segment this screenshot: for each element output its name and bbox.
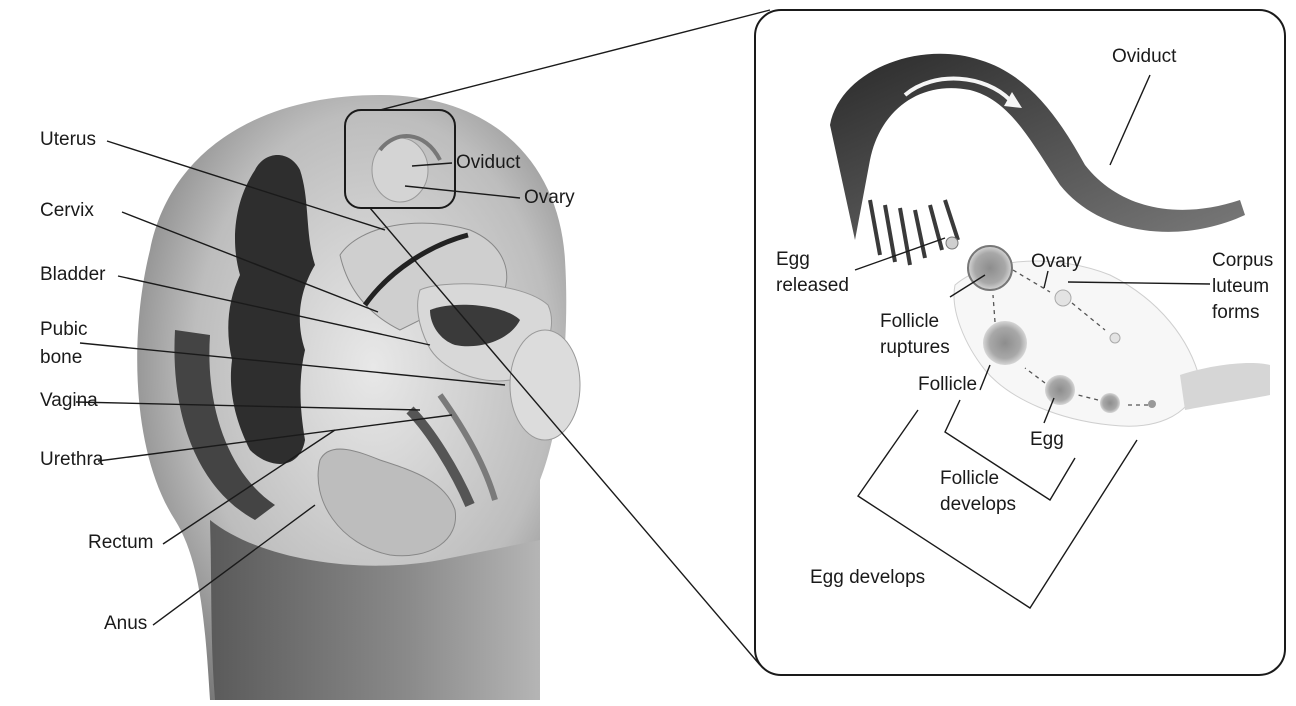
inset-label-follicle-develops-1: Follicle — [940, 468, 999, 489]
follicle-stage-4 — [983, 321, 1027, 365]
inset-label-ovary: Ovary — [1031, 251, 1082, 272]
inset-label-follicle-ruptures-1: Follicle — [880, 311, 939, 332]
inset-label-follicle: Follicle — [918, 374, 977, 395]
follicle-rupturing — [968, 246, 1012, 290]
follicle-stage-3 — [1045, 375, 1075, 405]
inset-label-corpus-luteum-3: forms — [1212, 302, 1260, 323]
inset-label-egg-released-2: released — [776, 275, 849, 296]
inset-label-egg-develops: Egg develops — [810, 567, 925, 588]
label-rectum: Rectum — [88, 532, 153, 553]
label-anus: Anus — [104, 613, 147, 634]
label-bladder: Bladder — [40, 264, 106, 285]
label-pubic-bone-2: bone — [40, 347, 82, 368]
label-cervix: Cervix — [40, 200, 94, 221]
inset-label-oviduct: Oviduct — [1112, 46, 1177, 67]
inset-connector-top — [380, 10, 770, 110]
inset-label-corpus-luteum-1: Corpus — [1212, 250, 1273, 271]
released-egg — [946, 237, 958, 249]
label-ovary-small: Ovary — [524, 187, 575, 208]
label-oviduct-small: Oviduct — [456, 152, 521, 173]
inset-label-egg: Egg — [1030, 429, 1064, 450]
label-uterus: Uterus — [40, 129, 96, 150]
pelvis-illustration — [137, 95, 580, 700]
follicle-stage-2 — [1100, 393, 1120, 413]
inset-label-follicle-ruptures-2: ruptures — [880, 337, 950, 358]
inset-label-egg-released-1: Egg — [776, 249, 810, 270]
corpus-luteum-1 — [1055, 290, 1071, 306]
follicle-stage-1 — [1148, 400, 1156, 408]
corpus-luteum-2 — [1110, 333, 1120, 343]
label-urethra: Urethra — [40, 449, 104, 470]
label-pubic-bone-1: Pubic — [40, 319, 88, 340]
label-vagina: Vagina — [40, 390, 98, 411]
inset-label-corpus-luteum-2: luteum — [1212, 276, 1269, 297]
inset-label-follicle-develops-2: develops — [940, 494, 1016, 515]
